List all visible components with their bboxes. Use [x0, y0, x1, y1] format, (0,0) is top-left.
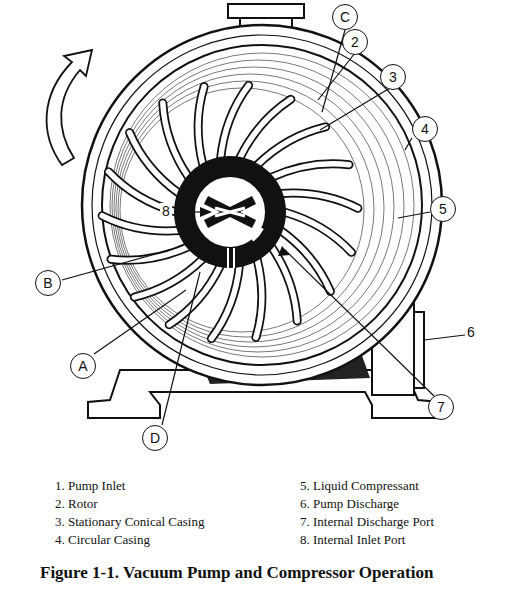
key-entry: 4. Circular Casing: [55, 532, 150, 548]
key-entry: 5. Liquid Compressant: [300, 478, 419, 494]
callout-number: 4: [412, 116, 438, 142]
callout-number: A: [70, 353, 96, 379]
key-entry: 2. Rotor: [55, 496, 98, 512]
callout-number: 6: [465, 324, 477, 340]
callout-number: 8: [160, 203, 172, 219]
figure-caption: Figure 1-1. Vacuum Pump and Compressor O…: [40, 562, 480, 583]
key-entry: 6. Pump Discharge: [300, 496, 399, 512]
key-entry: 8. Internal Inlet Port: [300, 532, 405, 548]
callout-number: 3: [380, 64, 406, 90]
callout-number: D: [142, 425, 168, 451]
callout-number: 5: [430, 196, 456, 222]
key-entry: 1. Pump Inlet: [55, 478, 125, 494]
callout-number: B: [35, 270, 61, 296]
callout-number: 2: [342, 29, 368, 55]
callout-number: C: [332, 4, 358, 30]
key-entry: 7. Internal Discharge Port: [300, 514, 434, 530]
callout-number: 7: [428, 394, 454, 420]
key-entry: 3. Stationary Conical Casing: [55, 514, 204, 530]
